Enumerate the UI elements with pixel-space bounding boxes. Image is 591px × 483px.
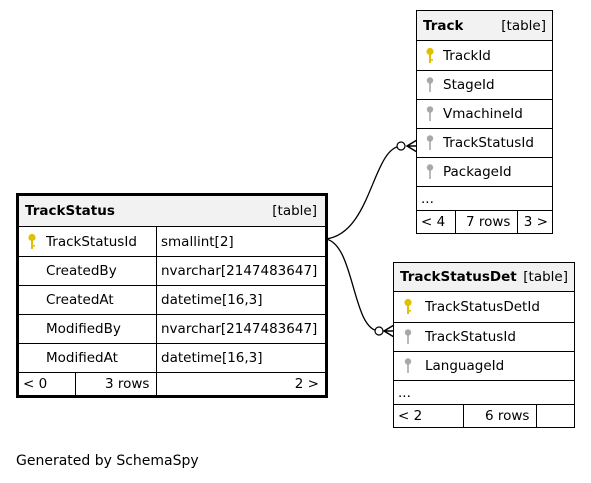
relationship-many-marker [382,324,395,338]
column-name: TrackId [443,47,491,64]
column-type: nvarchar[2147483647] [161,321,318,337]
more-columns: ... [394,380,574,404]
foreign-key-icon [423,100,437,128]
column-name: TrackStatusId [46,233,137,250]
column-row[interactable]: TrackStatusId smallint[2] [19,226,325,256]
column-row[interactable]: LanguageId [394,351,574,380]
column-row[interactable]: TrackStatusDetId [394,291,574,322]
column-divider [156,315,157,343]
column-type: datetime[16,3] [161,292,263,308]
table-kind: [table] [523,269,568,285]
column-divider [156,286,157,314]
relationship-many-marker [405,139,418,153]
foreign-key-icon [423,158,437,186]
column-row[interactable]: CreatedBy nvarchar[2147483647] [19,256,325,285]
column-row[interactable]: VmachineId [417,99,552,128]
column-name: CreatedAt [46,292,114,308]
relationship-trackstatus-to-trackstatusdet [325,238,380,332]
column-row[interactable]: TrackId [417,40,552,70]
children-link[interactable]: 2 > [294,376,319,392]
column-name: ModifiedAt [46,350,118,366]
table-kind: [table] [272,203,317,219]
column-row[interactable]: TrackStatusId [417,128,552,157]
column-name: TrackStatusId [443,135,534,151]
column-name: CreatedBy [46,263,117,279]
relationship-trackstatus-to-track [325,145,402,240]
column-name: TrackStatusDetId [425,299,540,315]
table-footer: < 0 3 rows 2 > [19,372,325,395]
parents-link[interactable]: < 0 [23,376,48,392]
ellipsis: ... [421,190,434,207]
column-divider [156,227,157,256]
column-row[interactable]: StageId [417,70,552,99]
primary-key-icon [25,227,39,256]
foreign-key-icon [401,323,415,351]
relationship-optional-marker [374,326,384,336]
table-name[interactable]: TrackStatusDet [400,269,517,285]
footer-divider [156,373,157,395]
row-count: 3 rows [105,376,150,392]
table-trackstatus[interactable]: TrackStatus [table] TrackStatusId smalli… [16,193,328,398]
foreign-key-icon [401,352,415,380]
column-type: datetime[16,3] [161,350,263,366]
footer-divider [75,373,76,395]
column-name: VmachineId [443,106,523,122]
column-name: TrackStatusId [425,329,516,345]
column-name: LanguageId [425,358,505,374]
column-row[interactable]: ModifiedAt datetime[16,3] [19,343,325,372]
parents-link[interactable]: < 4 [421,214,446,230]
row-count: 6 rows [485,408,530,424]
column-row[interactable]: ModifiedBy nvarchar[2147483647] [19,314,325,343]
footer-divider [536,405,537,427]
table-footer: < 2 6 rows [394,404,574,427]
footer-divider [455,211,456,233]
table-name[interactable]: TrackStatus [25,203,115,219]
column-divider [156,257,157,285]
table-trackstatusdet[interactable]: TrackStatusDet [table] TrackStatusDetId … [393,262,575,428]
footer-divider [463,405,464,427]
column-row[interactable]: CreatedAt datetime[16,3] [19,285,325,314]
ellipsis: ... [398,384,411,401]
row-count: 7 rows [466,214,511,230]
table-header: TrackStatus [table] [19,196,325,226]
table-track[interactable]: Track [table] TrackId StageId VmachineId… [416,10,553,234]
parents-link[interactable]: < 2 [398,408,423,424]
table-header: TrackStatusDet [table] [394,263,574,291]
table-footer: < 4 7 rows 3 > [417,210,552,233]
more-columns: ... [417,186,552,210]
relationship-optional-marker [396,141,406,151]
column-row[interactable]: PackageId [417,157,552,186]
generated-by-footer: Generated by SchemaSpy [16,453,199,469]
children-link[interactable]: 3 > [523,214,548,230]
primary-key-icon [423,41,437,70]
table-kind: [table] [501,17,546,34]
foreign-key-icon [423,71,437,99]
table-header: Track [table] [417,11,552,40]
column-name: StageId [443,77,495,93]
table-name[interactable]: Track [423,17,464,34]
column-name: PackageId [443,164,512,180]
column-type: nvarchar[2147483647] [161,263,318,279]
column-row[interactable]: TrackStatusId [394,322,574,351]
column-name: ModifiedBy [46,321,121,337]
column-type: smallint[2] [161,233,234,250]
primary-key-icon [401,292,415,322]
footer-divider [517,211,518,233]
foreign-key-icon [423,129,437,157]
column-divider [156,344,157,372]
